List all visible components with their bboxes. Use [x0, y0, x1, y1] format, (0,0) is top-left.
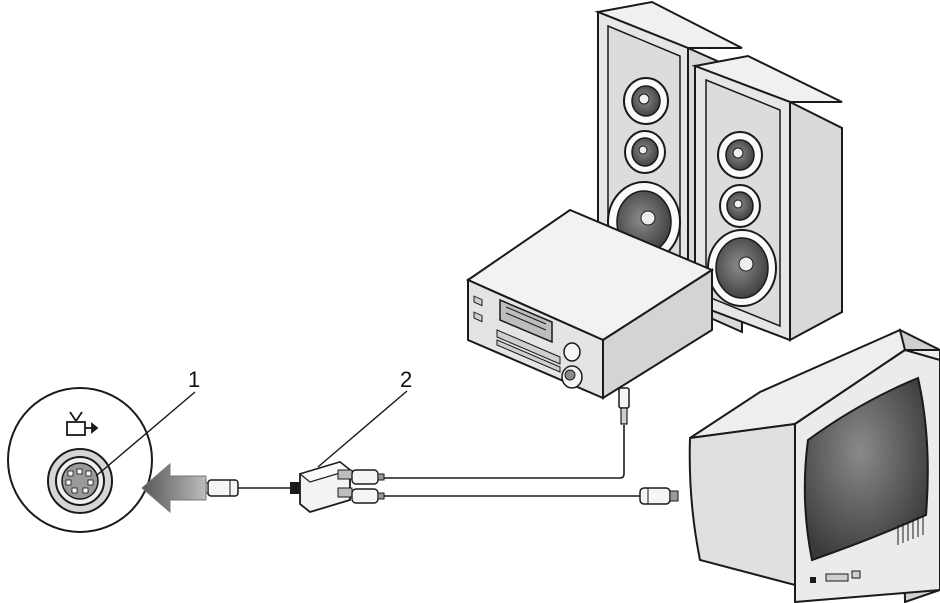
- insert-arrow-icon: [141, 462, 207, 514]
- callout-1-leader: [95, 391, 196, 477]
- tv-video-plug: [639, 487, 679, 505]
- callout-leaders: [95, 390, 408, 477]
- svideo-plug: [199, 479, 239, 497]
- callout-1-label: 1: [188, 367, 201, 392]
- callout-2-leader: [317, 390, 408, 468]
- receiver-audio-plug: [618, 387, 630, 425]
- callout-2-label: 2: [400, 367, 413, 392]
- speaker-right: [691, 54, 843, 342]
- audio-receiver: [465, 208, 715, 400]
- connector-panel: [7, 387, 153, 533]
- tv-out-icon: [66, 411, 99, 436]
- svideo-adapter: [290, 461, 385, 513]
- audio-cable: [382, 425, 625, 479]
- tv-monitor: [688, 328, 940, 603]
